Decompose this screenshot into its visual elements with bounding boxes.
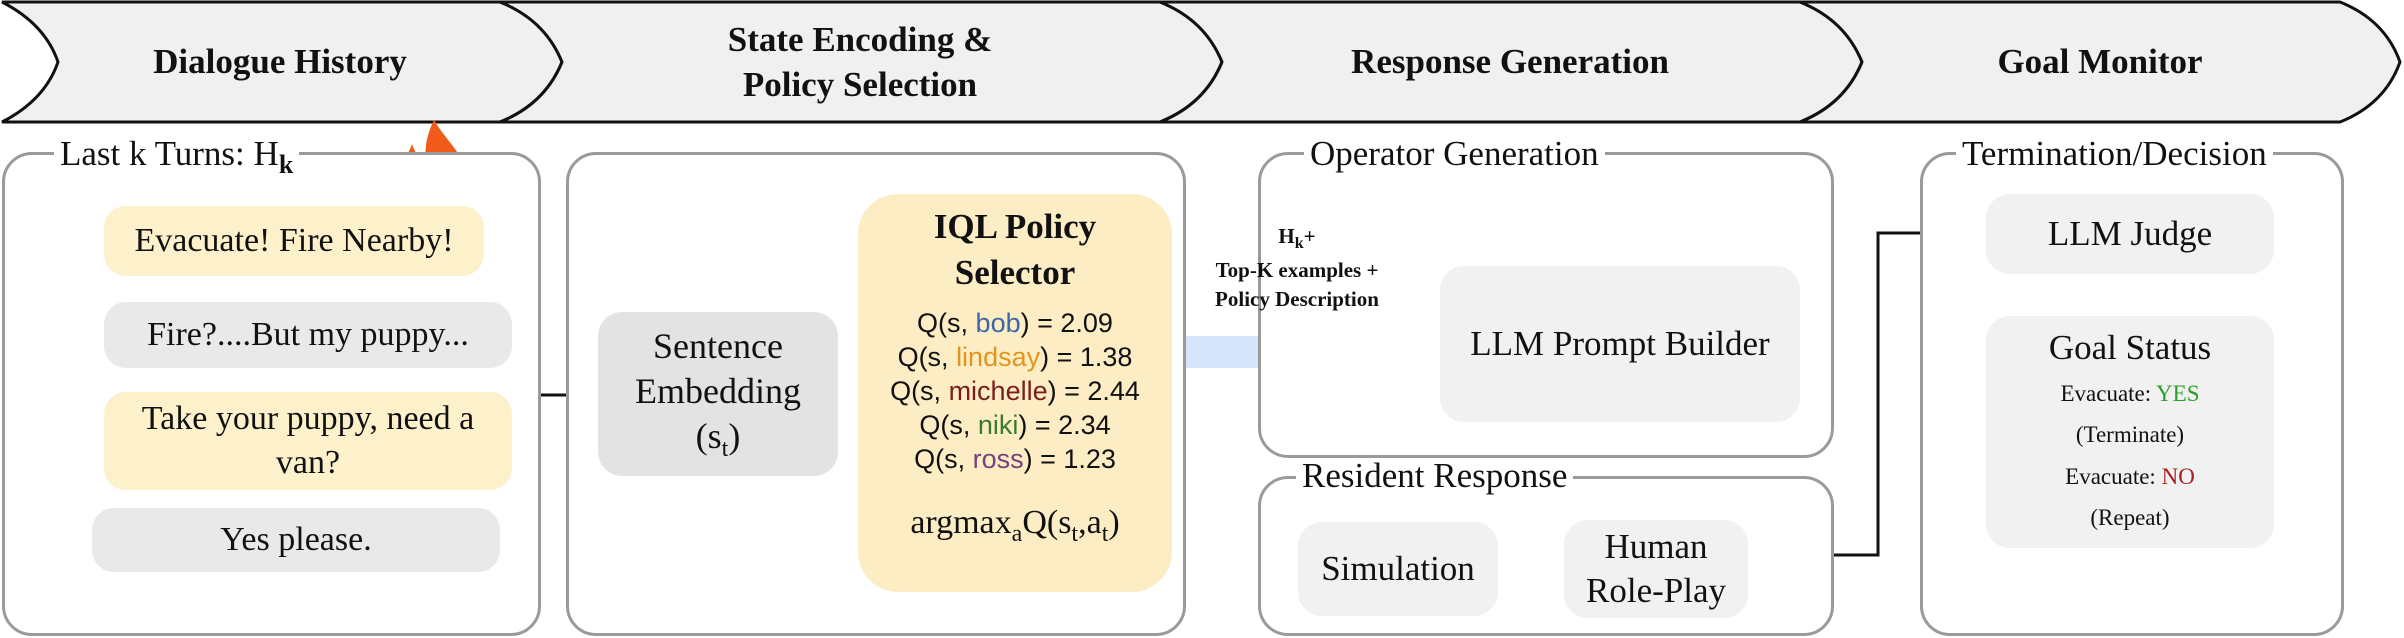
stage-label-state-encoding: State Encoding & Policy Selection [560,2,1160,122]
q-value: 2.44 [1087,376,1140,406]
stage-chevron-4 [1799,0,2402,124]
q-value: 1.38 [1079,342,1133,372]
q-value: 2.34 [1058,410,1111,440]
turn-text: Fire?....But my puppy... [147,315,469,353]
stage-label-line: Policy Selection [742,65,978,104]
stage-label-goal-monitor: Goal Monitor [1860,2,2340,122]
operator-generation-title: Operator Generation [1304,136,1605,171]
q-value-prefix: Q(s, [890,376,949,406]
q-value-eq: ) = [1047,376,1088,406]
argmax-text: ,a [1078,504,1102,541]
human-roleplay-box: Human Role-Play [1564,520,1748,618]
q-value-prefix: Q(s, [919,410,978,440]
prompt-input-text: H [1278,224,1295,248]
agent-name: niki [977,410,1019,440]
goal-status-repeat: (Repeat) [2090,505,2170,530]
goal-status-text: Evacuate: [2065,464,2162,490]
dialogue-history-title: Last k Turns: Hk [54,134,300,179]
q-value-prefix: Q(s, [914,444,973,474]
q-value-eq: ) = [1020,308,1061,338]
turn-text: Yes please. [220,520,372,558]
q-value-row: Q(s, lindsay) = 1.38 [858,344,1172,371]
embedding-variable: (st) [635,414,801,464]
turn-text: Evacuate! Fire Nearby! [134,221,454,259]
agent-name: ross [972,444,1024,474]
roleplay-label: Role-Play [1586,571,1726,610]
q-value-eq: ) = [1023,444,1064,474]
dialogue-turn-resident: Yes please. [92,508,500,572]
stage-label-dialogue-history: Dialogue History [60,2,500,122]
argmax-subscript: t [1071,520,1079,547]
argmax-subscript: a [1011,520,1023,547]
q-value-eq: ) = [1040,342,1080,372]
goal-status-no: NO [2161,464,2195,490]
llm-prompt-builder-box: LLM Prompt Builder [1440,266,1800,422]
dialogue-turn-operator: Evacuate! Fire Nearby! [104,206,484,276]
turn-text: van? [275,444,341,481]
q-value-row: Q(s, niki) = 2.34 [858,412,1172,439]
goal-status-box: Goal Status Evacuate: YES (Terminate) Ev… [1986,316,2274,548]
prompt-input-examples: Top-K examples + [1215,257,1379,282]
termination-decision-title: Termination/Decision [1956,136,2273,171]
embedding-var-subscript: t [721,436,729,463]
roleplay-label: Human [1604,527,1708,567]
q-value-prefix: Q(s, [897,342,957,372]
dialogue-title-text: Last k Turns: H [60,134,279,173]
dialogue-turn-resident: Fire?....But my puppy... [104,302,512,368]
stage-label-line: Dialogue History [153,42,407,82]
embedding-var-text: (s [695,415,722,456]
q-value: 2.09 [1060,308,1113,338]
goal-status-text: Evacuate: [2060,380,2157,406]
argmax-text: ) [1108,504,1120,541]
simulation-box: Simulation [1298,522,1498,616]
q-value-prefix: Q(s, [917,308,976,338]
prompt-inputs-label: Hk+ Top-K examples + Policy Description [1184,222,1410,314]
embedding-label: Sentence [653,325,783,366]
goal-status-yes-line: Evacuate: YES [2049,380,2211,409]
prompt-input-policy: Policy Description [1215,286,1379,311]
stage-label-line: Response Generation [1351,42,1669,82]
goal-status-no-line: Evacuate: NO [2049,463,2211,492]
argmax-text: argmax [910,504,1012,541]
agent-name: lindsay [956,342,1041,372]
dialogue-turn-operator: Take your puppy, need a van? [104,392,512,490]
prompt-input-text: + [1303,224,1316,248]
prompt-input-history: Hk+ [1184,222,1410,256]
argmax-text: Q(s [1022,504,1072,541]
turn-text: Take your puppy, need a [141,399,475,437]
argmax-subscript: t [1101,520,1109,547]
iql-title-line: IQL Policy [933,207,1097,246]
q-value-eq: ) = [1018,410,1059,440]
llm-judge-box: LLM Judge [1986,194,2274,274]
stage-label-line: Goal Monitor [1997,42,2203,82]
resident-response-title: Resident Response [1296,458,1574,493]
goal-status-title: Goal Status [2048,328,2212,367]
embedding-var-text: ) [728,415,741,456]
stage-label-line: State Encoding & [727,19,993,59]
sentence-embedding-box: Sentence Embedding (st) [598,312,838,476]
embedding-label: Embedding [635,370,801,411]
q-value: 1.23 [1063,444,1116,474]
iql-title-line: Selector [954,252,1076,292]
iql-title: IQL Policy Selector [858,204,1172,295]
goal-status-terminate: (Terminate) [2075,421,2185,447]
stage-label-response-generation: Response Generation [1220,2,1800,122]
goal-status-yes: YES [2156,380,2200,406]
argmax-expression: argmaxaQ(st,at) [858,504,1172,548]
agent-name: bob [975,308,1021,338]
q-value-row: Q(s, bob) = 2.09 [858,310,1172,337]
q-value-row: Q(s, michelle) = 2.44 [858,378,1172,405]
agent-name: michelle [948,376,1048,406]
dialogue-title-subscript: k [278,150,294,179]
prompt-input-subscript: k [1294,235,1304,253]
q-value-row: Q(s, ross) = 1.23 [858,446,1172,473]
